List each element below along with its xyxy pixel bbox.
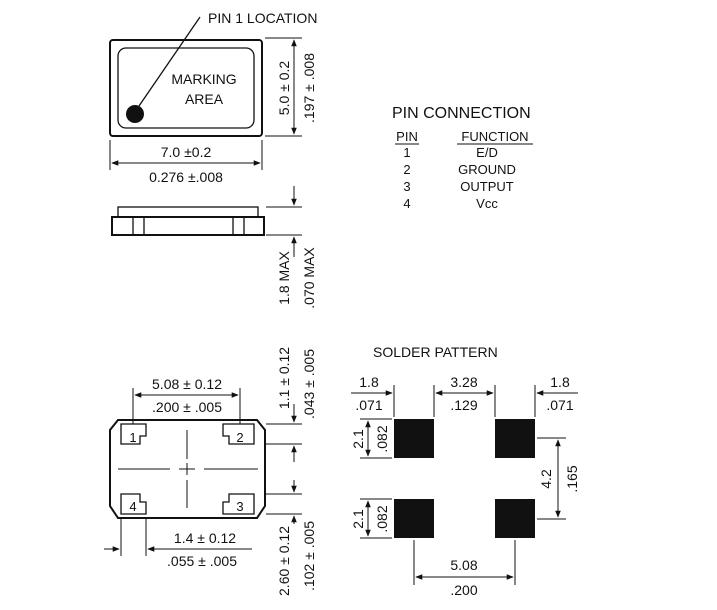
solder-bspan-in-label: .200 xyxy=(450,582,477,598)
width-mm-label: 7.0 ±0.2 xyxy=(161,144,212,160)
package-inner-outline-top xyxy=(117,47,255,129)
solder-pad-bottom-left xyxy=(394,499,434,538)
solder-pad-bottom-mm-label: 2.1 xyxy=(350,509,366,529)
top-offset-in-label: .043 ± .005 xyxy=(301,349,317,419)
pin-label-2: 2 xyxy=(236,430,243,445)
thickness-mm-label: 1.8 MAX xyxy=(276,251,292,305)
pin-label-1: 1 xyxy=(129,430,136,445)
bottom-view: 1 2 4 3 5.08 ± 0.12 .200 ± .005 1.4 ± 0.… xyxy=(104,347,317,596)
pin-label-3: 3 xyxy=(236,499,243,514)
pin-label-4: 4 xyxy=(129,499,136,514)
row-pitch-mm-label: 2.60 ± 0.12 xyxy=(276,526,292,596)
pin-header: PIN xyxy=(396,129,418,144)
pad-width-in-label: .055 ± .005 xyxy=(167,553,237,569)
solder-pattern-title: SOLDER PATTERN xyxy=(373,344,498,360)
pin-row-2-function: GROUND xyxy=(458,162,516,177)
solder-bspan-mm-label: 5.08 xyxy=(450,557,477,573)
solder-pad-top-mm-label: 2.1 xyxy=(350,429,366,449)
side-base xyxy=(111,216,265,236)
solder-pad-top-left xyxy=(394,419,434,458)
pin-row-1-pin: 1 xyxy=(403,145,410,160)
pin1-location-label: PIN 1 LOCATION xyxy=(208,10,317,26)
marking-area-line2: AREA xyxy=(185,91,224,107)
pad-3 xyxy=(222,493,255,515)
pin-row-3-function: OUTPUT xyxy=(460,179,514,194)
pin-connection-table: PIN CONNECTION PIN FUNCTION 1 E/D 2 GROU… xyxy=(392,105,533,211)
pad-2 xyxy=(222,423,255,445)
top-offset-mm-label: 1.1 ± 0.12 xyxy=(276,347,292,409)
row-pitch-in-label: .102 ± .005 xyxy=(301,521,317,591)
solder-gap-mm-label: 3.28 xyxy=(450,374,477,390)
solder-right-in-label: .071 xyxy=(546,397,573,413)
package-outline-top xyxy=(109,39,263,137)
solder-right-mm-label: 1.8 xyxy=(550,374,570,390)
solder-vspan-in-label: .165 xyxy=(564,465,580,492)
pin1-leader xyxy=(138,16,201,107)
pin-row-4-pin: 4 xyxy=(403,196,410,211)
solder-pattern: SOLDER PATTERN 1.8 .071 3.28 .129 1.8 .0… xyxy=(350,344,580,598)
height-mm-label: 5.0 ± 0.2 xyxy=(276,61,292,116)
pin-connection-title: PIN CONNECTION xyxy=(392,105,531,122)
solder-pad-bottom-right xyxy=(495,499,535,538)
pad-1 xyxy=(120,423,147,445)
pin-spacing-mm-label: 5.08 ± 0.12 xyxy=(152,376,222,392)
solder-gap-in-label: .129 xyxy=(450,397,477,413)
package-outline-bottom xyxy=(109,419,266,519)
solder-pad-bottom-in-label: .082 xyxy=(374,505,390,532)
width-in-label: 0.276 ±.008 xyxy=(149,169,223,185)
pad-width-mm-label: 1.4 ± 0.12 xyxy=(174,530,236,546)
solder-pad-top-right xyxy=(495,419,535,458)
solder-vspan-mm-label: 4.2 xyxy=(538,469,554,489)
solder-left-in-label: .071 xyxy=(355,397,382,413)
solder-pad-top-in-label: .082 xyxy=(374,425,390,452)
thickness-in-label: .070 MAX xyxy=(301,247,317,309)
pin-row-3-pin: 3 xyxy=(403,179,410,194)
pin-spacing-in-label: .200 ± .005 xyxy=(152,399,222,415)
side-lid xyxy=(117,206,259,218)
height-in-label: .197 ± .008 xyxy=(301,53,317,123)
pad-4 xyxy=(120,493,147,515)
pin-row-1-function: E/D xyxy=(476,145,498,160)
side-view: 1.8 MAX .070 MAX xyxy=(111,186,317,309)
solder-left-mm-label: 1.8 xyxy=(359,374,379,390)
function-header: FUNCTION xyxy=(461,129,528,144)
pin-row-4-function: Vcc xyxy=(476,196,498,211)
pin1-dot xyxy=(126,105,144,123)
marking-area-line1: MARKING xyxy=(171,71,236,87)
pin-row-2-pin: 2 xyxy=(403,162,410,177)
top-view: PIN 1 LOCATION MARKING AREA 5.0 ± 0.2 .1… xyxy=(109,10,317,185)
